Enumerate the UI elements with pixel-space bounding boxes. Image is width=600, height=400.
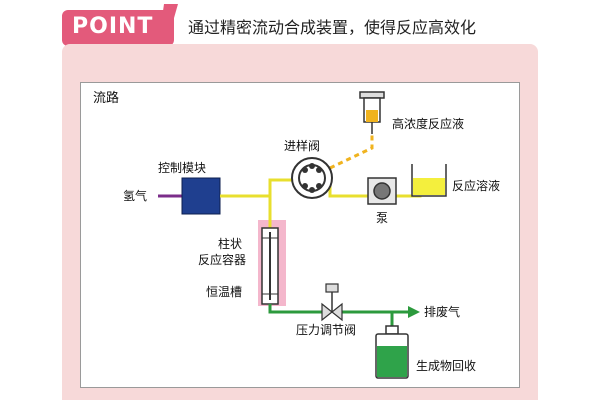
injection-valve-label: 进样阀 [284,138,320,153]
point-badge: POINT [62,4,178,47]
column-reactor-label-line1: 柱状 [218,236,242,251]
exhaust-label: 排废气 [424,304,460,319]
section-title: 流路 [93,90,119,106]
pressure-valve-label: 压力调节阀 [296,323,356,337]
header: POINT 通过精密流动合成装置，使得反应高效化 [0,0,600,56]
control-module-label: 控制模块 [158,161,206,175]
thermostat-label: 恒温槽 [206,285,242,299]
headline: 通过精密流动合成装置，使得反应高效化 [188,18,477,37]
exhaust-arrowhead-icon [408,306,420,318]
high-conc-solution-label: 高浓度反应液 [392,116,464,131]
injection-valve-icon [291,157,333,199]
reaction-solution-label: 反应溶液 [452,178,500,193]
diagram-box [80,82,520,388]
high-conc-dashed-line [329,134,374,170]
column-reactor-label-line2: 反应容器 [198,252,246,267]
product-recovery-bottle-icon [375,325,409,379]
pump-label: 泵 [376,211,388,225]
control-module-box [181,177,221,215]
hydrogen-label: 氢气 [123,188,147,203]
syringe-icon [359,91,385,134]
reaction-solution-beaker-icon [411,164,447,197]
pressure-valve-icon [321,283,343,322]
point-badge-text: POINT [72,14,154,39]
column-reactor-icon [261,227,279,305]
product-recovery-label: 生成物回收 [416,359,476,373]
pump-icon [367,177,397,205]
